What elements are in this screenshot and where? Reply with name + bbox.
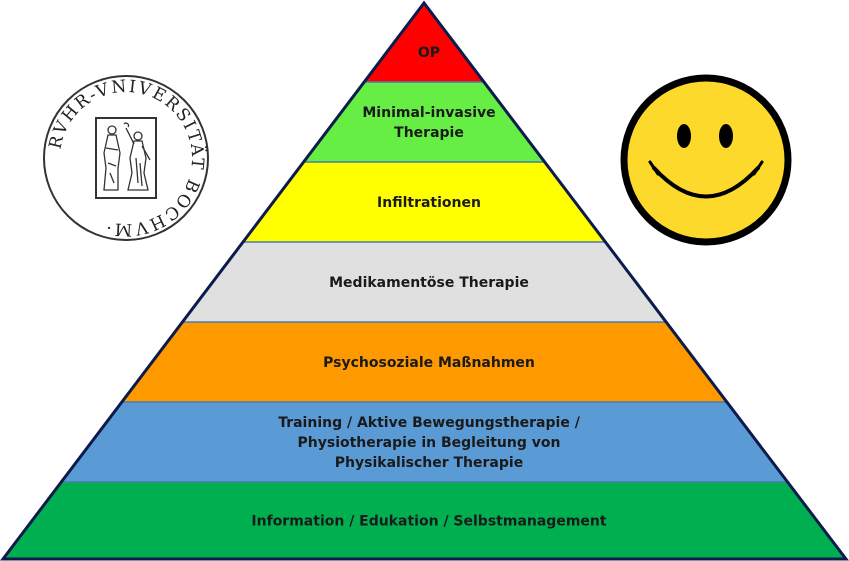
smiley-mouth-corners	[648, 160, 764, 176]
pyramid-level-2-label: Therapie	[394, 125, 464, 141]
pyramid-level-6-label: Training / Aktive Bewegungstherapie /	[278, 415, 581, 431]
pyramid-level-2	[303, 82, 545, 162]
pyramid-level-6-label: Physikalischer Therapie	[335, 455, 523, 471]
smiley-face	[620, 74, 792, 246]
smiley-face-icon	[620, 74, 792, 246]
smiley-right-eye	[719, 124, 733, 148]
pyramid-level-4	[182, 242, 667, 322]
smiley-mouth	[652, 166, 760, 199]
pyramid-level-7-label: Information / Edukation / Selbstmanageme…	[251, 514, 606, 530]
pyramid-levels: OP Minimal-invasiveTherapieInfiltrationen…	[3, 3, 846, 559]
pyramid-level-5	[121, 322, 727, 402]
pyramid-level-2-label: Minimal-invasive	[362, 105, 495, 121]
pyramid-level-1	[364, 3, 484, 82]
university-seal-logo: RVHR-VNIVERSITÄT BOCHVM·	[43, 75, 209, 241]
seal-figures-icon	[103, 122, 151, 191]
pyramid-level-3	[243, 162, 606, 242]
smiley-left-eye	[677, 124, 691, 148]
pyramid-level-4-label: Medikamentöse Therapie	[329, 275, 529, 291]
pyramid-level-6-label: Physiotherapie in Begleitung von	[298, 435, 561, 451]
pyramid-level-1-label: OP	[418, 45, 440, 61]
pyramid-level-3-label: Infiltrationen	[377, 195, 481, 211]
pyramid-level-7	[3, 482, 846, 559]
pyramid-level-6	[61, 402, 788, 482]
pyramid-level-5-label: Psychosoziale Maßnahmen	[323, 355, 535, 371]
